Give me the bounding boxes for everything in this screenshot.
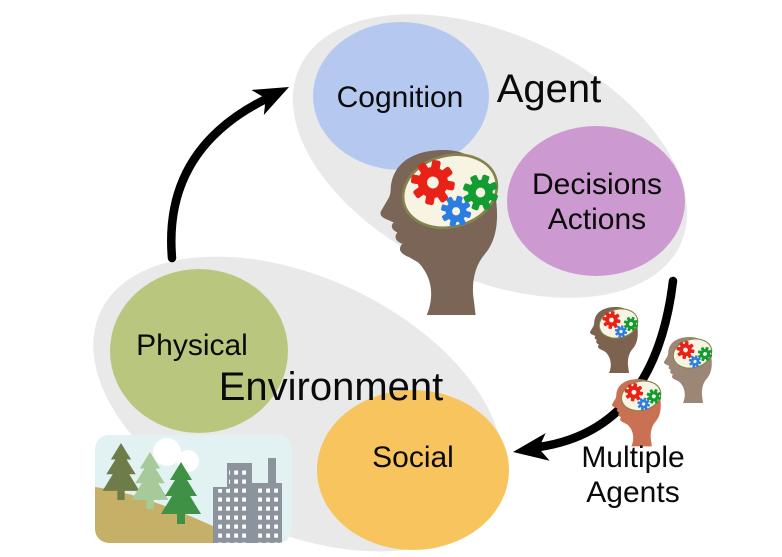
agent-group: Cognition Agent Decisions Actions xyxy=(292,14,688,355)
social-label: Social xyxy=(372,441,454,474)
head-with-gears-brain-icon xyxy=(612,377,664,446)
arrowhead xyxy=(251,87,289,116)
environment-label: Environment xyxy=(219,365,444,409)
cognition-ellipse xyxy=(313,22,489,170)
actions-label: Actions xyxy=(548,203,646,236)
decisions-label: Decisions xyxy=(532,168,662,201)
agent-label: Agent xyxy=(497,67,602,111)
decisions-actions-ellipse xyxy=(507,126,685,276)
social-ellipse xyxy=(317,390,509,550)
cognition-label: Cognition xyxy=(337,81,464,114)
head-with-gears-brain-icon xyxy=(590,305,641,373)
arrowhead xyxy=(513,433,550,461)
environment-to-agent-arrow xyxy=(167,87,289,263)
physical-ellipse xyxy=(110,269,288,433)
landscape-trees-city-icon xyxy=(95,435,292,543)
city-buildings-icon xyxy=(213,458,282,543)
environment-group: Physical Environment Social xyxy=(93,256,509,552)
multiple-agents-group: Multiple Agents xyxy=(581,305,715,509)
head-with-gears-brain-icon xyxy=(664,335,715,403)
multiple-agents-label-line1: Multiple xyxy=(581,441,684,474)
multiple-agents-label-line2: Agents xyxy=(586,476,679,509)
physical-label: Physical xyxy=(136,329,248,362)
head-with-gears-brain-icon xyxy=(380,145,504,315)
